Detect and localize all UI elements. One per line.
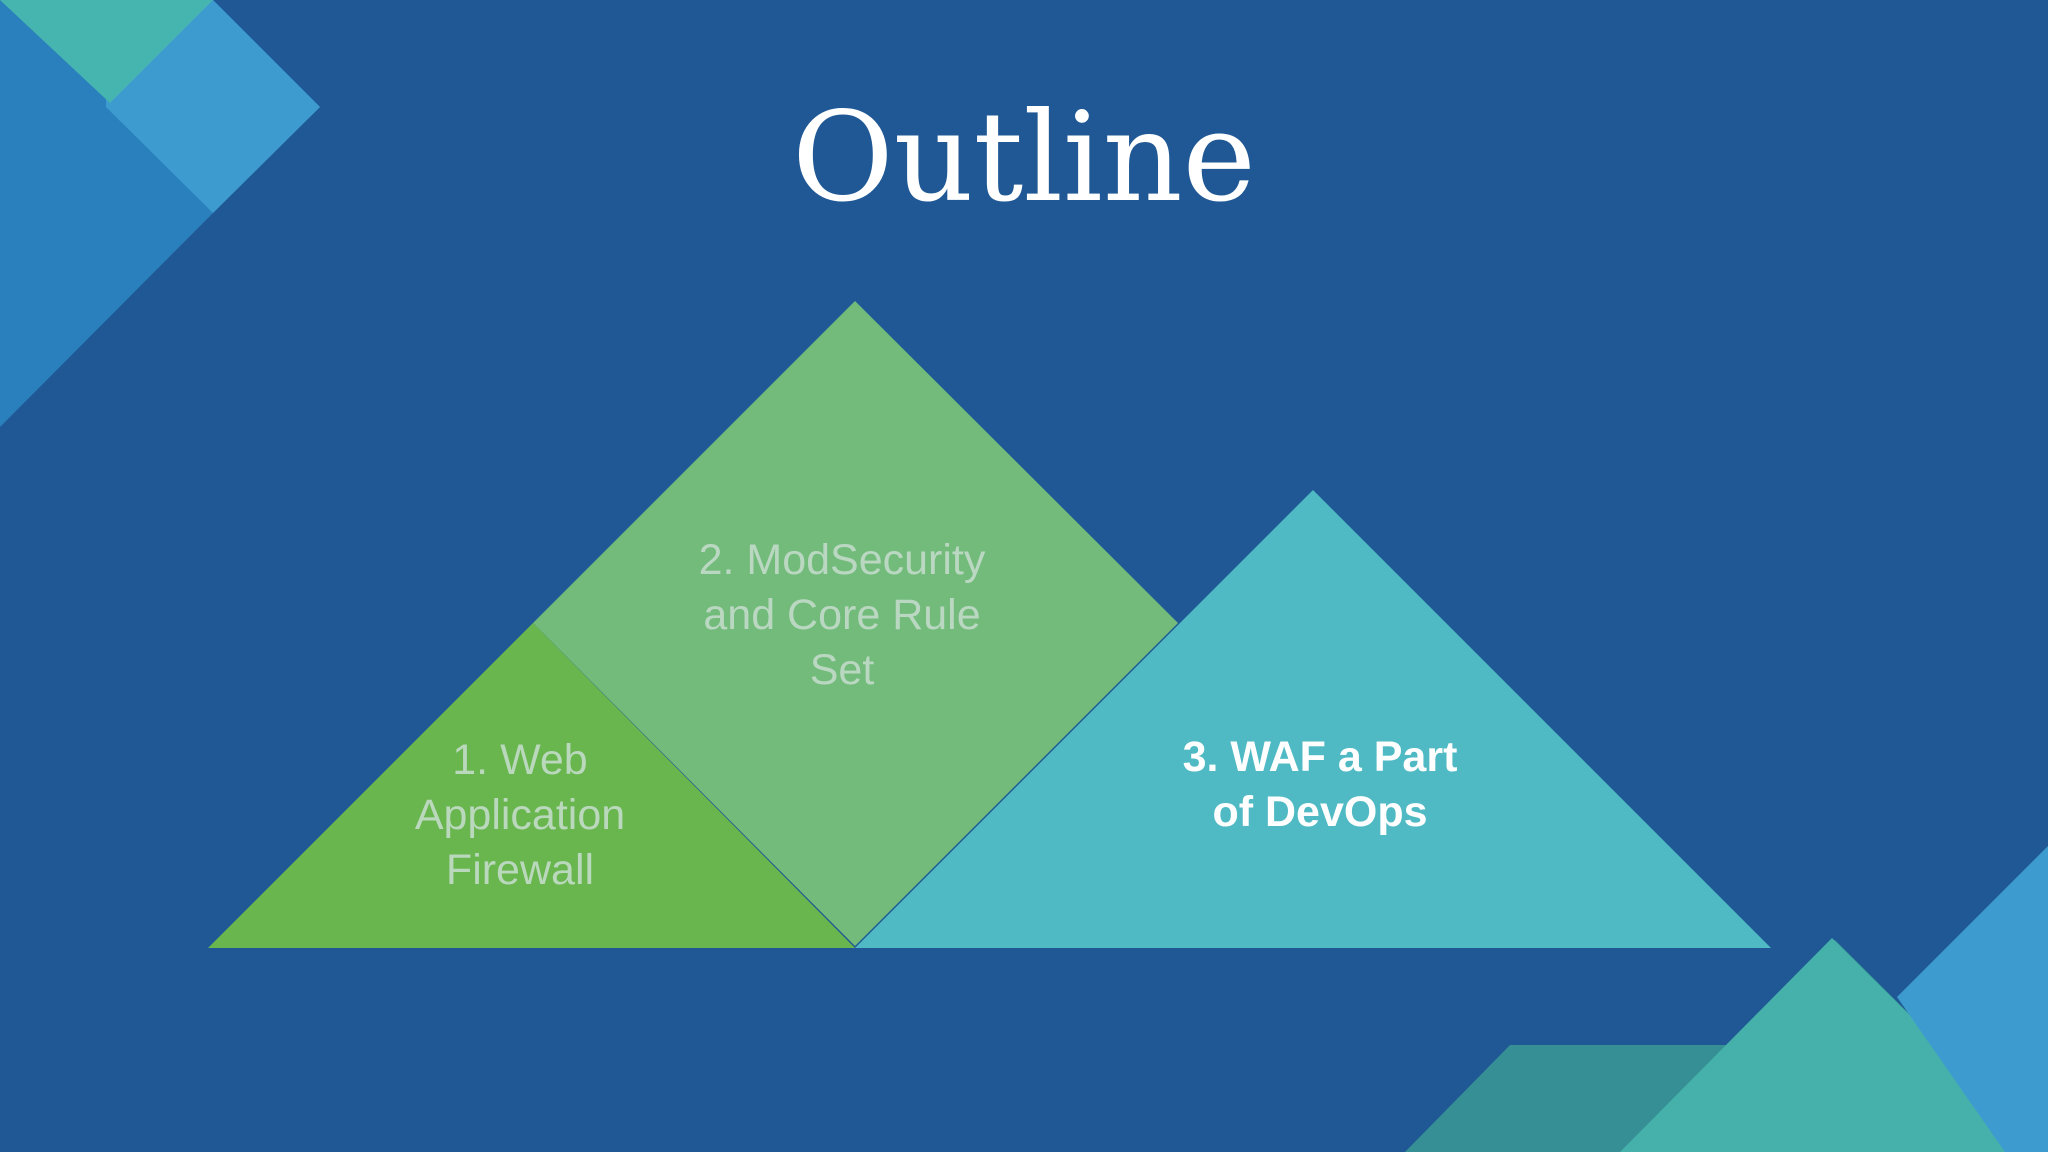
outline-item-3-line-1: 3. WAF a Part [1182, 733, 1458, 781]
outline-item-3-line-2: of DevOps [1212, 788, 1428, 836]
triangle-item-3 [855, 490, 1771, 948]
outline-item-1-line-2: Application [414, 791, 626, 839]
outline-item-1-line-1: 1. Web [452, 736, 588, 784]
triangle-item-1 [208, 623, 855, 948]
outline-item-2-line-3: Set [809, 646, 875, 694]
outline-item-1-line-3: Firewall [445, 846, 595, 894]
outline-item-2: 2. ModSecurity and Core Rule Set [642, 533, 1042, 698]
decor-top-left-teal [0, 0, 213, 103]
slide-title: Outline [792, 86, 1256, 230]
decor-bottom-right-teal [1620, 938, 2048, 1152]
outline-item-1: 1. Web Application Firewall [370, 733, 670, 898]
triangle-item-2 [533, 301, 1178, 946]
outline-item-2-line-2: and Core Rule [703, 591, 981, 639]
outline-item-2-line-1: 2. ModSecurity [698, 536, 986, 584]
outline-item-3: 3. WAF a Part of DevOps [1120, 730, 1520, 840]
decor-bottom-right-blue [1897, 846, 2048, 1152]
